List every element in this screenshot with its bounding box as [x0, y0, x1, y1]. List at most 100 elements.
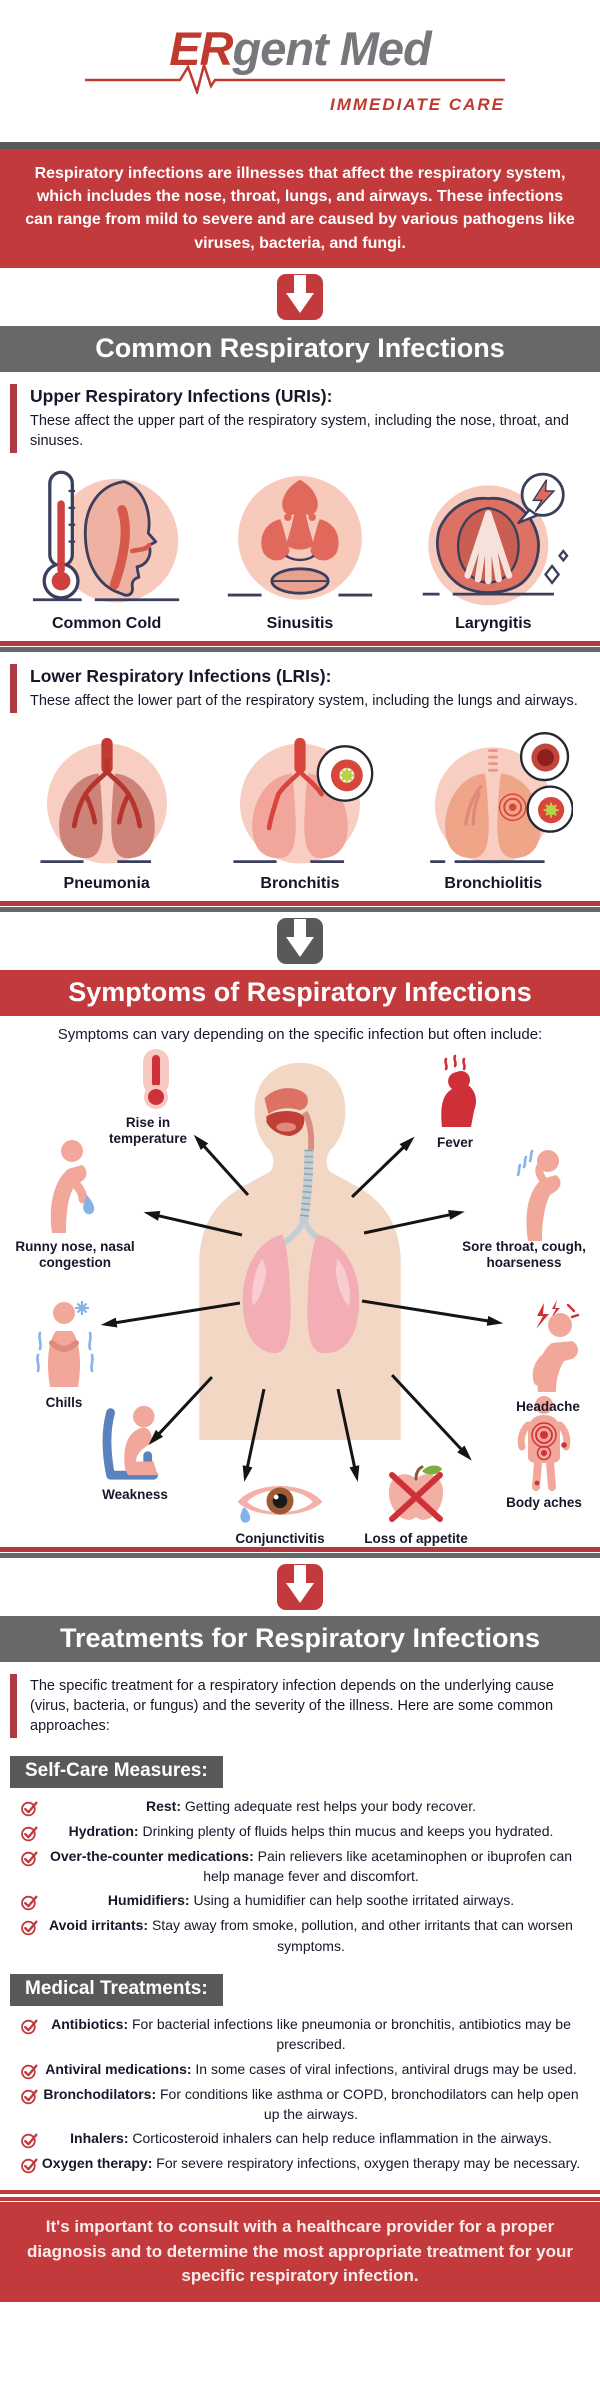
- list-item: Over-the-counter medications: Pain relie…: [0, 1844, 600, 1889]
- uri-title: Upper Respiratory Infections (URIs):: [30, 385, 333, 406]
- uri-block: Upper Respiratory Infections (URIs): The…: [10, 383, 590, 453]
- figure-caption: Bronchitis: [260, 874, 340, 892]
- list-item: Bronchodilators: For conditions like ast…: [0, 2082, 600, 2127]
- lri-desc: These affect the lower part of the respi…: [30, 692, 578, 709]
- arrow-to-sore: [363, 1209, 465, 1235]
- symptom-label-body-aches: Body aches: [506, 1494, 582, 1510]
- symptom-label-weakness: Weakness: [102, 1486, 168, 1502]
- section-title-symptoms: Symptoms of Respiratory Infections: [0, 969, 600, 1016]
- section-arrow: [0, 273, 600, 321]
- circled-check-icon: [21, 1826, 38, 1842]
- brand-tagline: IMMEDIATE CARE: [329, 95, 505, 115]
- figure-bronchiolitis: Bronchiolitis: [397, 721, 590, 893]
- lungs-icon: [430, 731, 574, 864]
- treatment-term: Humidifiers:: [107, 1892, 190, 1909]
- treatment-desc: For conditions like asthma or COPD, bron…: [160, 2085, 579, 2122]
- treatment-desc: For bacterial infections like pneumonia …: [132, 2015, 571, 2053]
- treatment-term: Oxygen therapy:: [41, 2155, 153, 2172]
- body-aches-person-icon: [517, 1395, 571, 1491]
- treatments-intro: The specific treatment for a respiratory…: [30, 1677, 554, 1734]
- medical-heading: Medical Treatments:: [10, 1973, 223, 2006]
- selfcare-list: Rest: Getting adequate rest helps your b…: [0, 1794, 600, 1958]
- headache-person-icon: [532, 1299, 580, 1392]
- circled-check-icon: [21, 1851, 38, 1867]
- brand-logo: ERgent Med: [85, 24, 515, 73]
- circled-check-icon: [21, 1920, 38, 1936]
- list-item: Antibiotics: For bacterial infections li…: [0, 2012, 600, 2057]
- fever-person-icon: [441, 1054, 476, 1127]
- circled-check-icon: [21, 2064, 38, 2079]
- list-item: Humidifiers: Using a humidifier can help…: [0, 1888, 600, 1913]
- figure-common-cold: Common Cold: [10, 461, 203, 633]
- figure-laryngitis: Laryngitis: [397, 461, 590, 633]
- lungs-icon: [233, 737, 374, 864]
- uri-desc: These affect the upper part of the respi…: [30, 412, 569, 449]
- treatment-term: Avoid irritants:: [49, 1917, 149, 1934]
- treatment-desc: Stay away from smoke, pollution, and oth…: [151, 1917, 573, 1954]
- figure-sinusitis: Sinusitis: [203, 461, 396, 633]
- thermometer-icon: [143, 1048, 169, 1109]
- chills-person-icon: [36, 1300, 94, 1387]
- list-item: Inhalers: Corticosteroid inhalers can he…: [0, 2126, 600, 2151]
- brand-rest: gent Med: [232, 22, 432, 75]
- treatment-desc: Drinking plenty of fluids helps thin muc…: [142, 1822, 554, 1839]
- arrow-to-runny: [143, 1210, 243, 1237]
- treatment-term: Over-the-counter medications:: [49, 1847, 254, 1864]
- down-arrow-icon: [277, 273, 323, 320]
- arrow-to-body-aches: [390, 1373, 472, 1461]
- figure-bronchitis: Bronchitis: [203, 721, 396, 893]
- uri-figures: Common Cold Sinusitis Laryn: [0, 459, 600, 641]
- list-item: Avoid irritants: Stay away from smoke, p…: [0, 1913, 600, 1958]
- treatment-desc: For severe respiratory infections, oxyge…: [156, 2155, 581, 2172]
- figure-caption: Common Cold: [52, 614, 162, 632]
- symptom-label-rise: Rise in temperature: [108, 1114, 188, 1146]
- apple-crossed-icon: [388, 1465, 444, 1522]
- list-item: Oxygen therapy: For severe respiratory i…: [0, 2151, 600, 2176]
- symptom-label-runny: Runny nose, nasal congestion: [15, 1238, 135, 1270]
- intro-banner: Respiratory infections are illnesses tha…: [0, 149, 600, 268]
- figure-caption: Sinusitis: [266, 614, 334, 632]
- figure-caption: Laryngitis: [455, 614, 532, 632]
- symptom-label-sore: Sore throat, cough, hoarseness: [462, 1238, 586, 1270]
- brand-er: ER: [169, 22, 233, 75]
- lungs-icon: [40, 737, 167, 864]
- treatment-desc: Pain relievers like acetaminophen or ibu…: [203, 1847, 573, 1885]
- circled-check-icon: [21, 1801, 38, 1817]
- symptoms-diagram: Rise in temperature Fever Runny nose, na…: [0, 1047, 600, 1547]
- weakness-person-icon: [102, 1405, 158, 1480]
- lri-title: Lower Respiratory Infections (LRIs):: [30, 665, 332, 686]
- footer-note: It's important to consult with a healthc…: [0, 2202, 600, 2303]
- selfcare-heading: Self-Care Measures:: [10, 1755, 223, 1788]
- list-item: Hydration: Drinking plenty of fluids hel…: [0, 1819, 600, 1844]
- divider: [0, 1546, 600, 1558]
- torso-illustration: [199, 1062, 401, 1440]
- treatment-desc: Corticosteroid inhalers can help reduce …: [132, 2130, 552, 2147]
- medical-list: Antibiotics: For bacterial infections li…: [0, 2012, 600, 2176]
- treatment-desc: Using a humidifier can help soothe irrit…: [193, 1892, 515, 1909]
- larynx-icon: [423, 472, 569, 606]
- treatment-term: Bronchodilators:: [43, 2085, 157, 2102]
- down-arrow-icon: [277, 917, 323, 964]
- treatment-desc: In some cases of viral infections, antiv…: [195, 2060, 577, 2077]
- list-item: Rest: Getting adequate rest helps your b…: [0, 1794, 600, 1819]
- treatment-term: Antibiotics:: [51, 2015, 129, 2032]
- lri-block: Lower Respiratory Infections (LRIs): The…: [10, 663, 590, 713]
- treatment-term: Hydration:: [68, 1822, 139, 1839]
- treatment-term: Inhalers:: [70, 2130, 129, 2147]
- divider: [0, 900, 600, 912]
- treatments-intro-block: The specific treatment for a respiratory…: [10, 1673, 590, 1738]
- list-item: Antiviral medications: In some cases of …: [0, 2057, 600, 2082]
- header-divider: [0, 142, 600, 149]
- circled-check-icon: [21, 2089, 38, 2104]
- symptoms-subtitle: Symptoms can vary depending on the speci…: [57, 1025, 543, 1043]
- sore-throat-person-icon: [516, 1149, 561, 1241]
- symptom-label-chills: Chills: [45, 1394, 83, 1410]
- arrow-to-rise: [193, 1134, 250, 1196]
- arrow-to-appetite: [336, 1388, 360, 1482]
- down-arrow-icon: [277, 1563, 323, 1610]
- head-profile-icon: [32, 470, 179, 603]
- section-arrow: [0, 1563, 600, 1611]
- footer-stripes: [0, 2190, 600, 2203]
- figure-pneumonia: Pneumonia: [10, 721, 203, 893]
- circled-check-icon: [21, 2158, 38, 2174]
